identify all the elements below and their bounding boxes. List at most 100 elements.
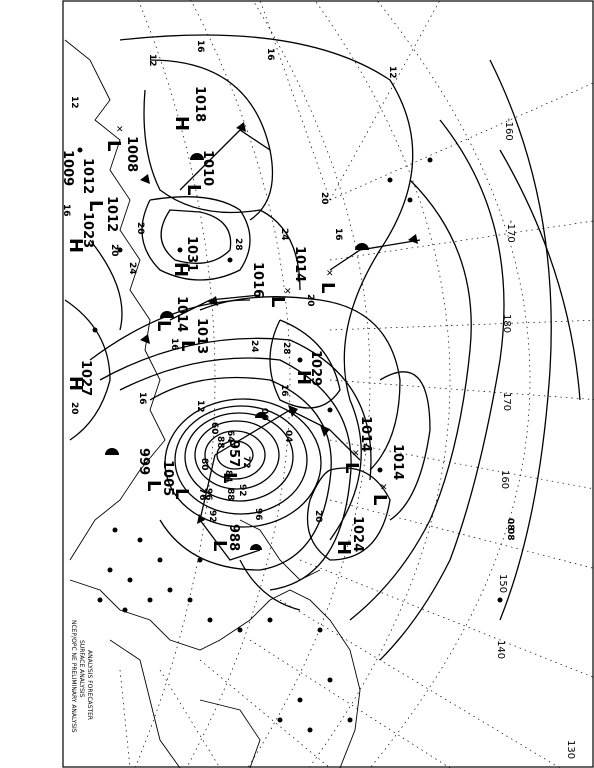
isobar-label: 96 (253, 508, 263, 521)
longitude-label: -170 (505, 220, 516, 243)
track-x-icon: ✕ (352, 449, 360, 459)
isobar-labels: 16 16 12 12 20 20 24 28 24 20 16 16 20 2… (60, 40, 515, 541)
isobar-label: 12 (69, 96, 79, 109)
isobar-label: 20 (305, 294, 315, 307)
isobar-label: 20 (109, 244, 119, 257)
isobar-label: 28 (281, 342, 291, 355)
isobars (64, 34, 581, 661)
low-center-value: 988 (226, 524, 241, 551)
low-center-letter: L (153, 320, 174, 331)
isobar-label: 64 (225, 430, 235, 443)
isobar-label: 96 (203, 488, 213, 501)
low-center-letter: L (171, 488, 192, 499)
high-center-value: 1018 (192, 86, 207, 122)
low-center-letter: L (267, 296, 288, 307)
track-x-icon: ✕ (116, 125, 124, 135)
isobar-label: 84 (223, 470, 233, 483)
low-center-value: 1014 (358, 416, 373, 452)
isobar-label: 88 (215, 436, 225, 449)
isobar-label: 60 (209, 422, 219, 435)
longitude-label: 140 (495, 640, 506, 659)
isobar-label: 08 (505, 518, 515, 531)
isobar-label: 12 (387, 66, 397, 79)
high-center-letter: H (333, 540, 354, 555)
isobar-label: 20 (135, 222, 145, 235)
track-x-icon: ✕ (284, 287, 292, 297)
isobar-label: 12 (147, 54, 157, 67)
storm-symbols: ✕ ✕ ✕ ✕ ✕ (116, 125, 388, 493)
longitude-label: 150 (497, 574, 508, 593)
low-center-value: 1012 (104, 196, 119, 232)
low-center-value: 1008 (124, 136, 139, 172)
isobar-label: 24 (127, 262, 137, 275)
isobar-label: 08 (505, 528, 515, 541)
high-center-letter: H (65, 376, 86, 391)
longitude-label: -160 (503, 118, 514, 141)
header-line: ANALYSIS FORECASTER (86, 650, 93, 720)
high-center-value: 1031 (184, 236, 199, 272)
longitude-label: 180 (501, 314, 512, 333)
isobar-label: 12 (195, 400, 205, 413)
isobar-value: 1009 (60, 150, 75, 186)
low-center-letter: L (85, 200, 106, 211)
isobar-label: 24 (279, 228, 289, 241)
high-center-value: 1024 (350, 516, 365, 552)
low-center-value: 1014 (292, 246, 307, 282)
low-center-letter: L (183, 184, 204, 195)
isobar-label: 20 (69, 402, 79, 415)
high-center-letter: H (170, 262, 191, 277)
high-center-value: 1029 (308, 350, 323, 386)
high-center-value: 1023 (80, 212, 95, 248)
low-center-value: 1014 (174, 296, 189, 332)
map-frame (62, 0, 594, 768)
isobar-label: 16 (333, 228, 343, 241)
isobar-value: 1012 (80, 158, 95, 194)
isobar-label: 92 (207, 510, 217, 523)
isobar-label: 20 (319, 192, 329, 205)
low-center-letter: L (317, 282, 338, 293)
low-center-letter: L (219, 472, 240, 483)
high-center-letter: H (171, 116, 192, 131)
isobar-label: 20 (313, 510, 323, 523)
low-center-letter: L (369, 494, 390, 505)
low-center-letter: L (103, 140, 124, 151)
longitude-label: 130 (565, 740, 576, 759)
longitude-label: 170 (501, 392, 512, 411)
isobar-label: 04 (283, 430, 293, 443)
low-center-value: 1016 (250, 262, 265, 298)
header-line: NCEP/OPC NE PRELIMINARY ANALYSIS (70, 620, 77, 733)
isobar-label: 16 (61, 204, 71, 217)
fronts (105, 122, 421, 561)
header-line: SURFACE ANALYSIS (78, 640, 85, 698)
coastlines (64, 39, 361, 768)
low-center-letter: L (209, 540, 230, 551)
isobar-label: 28 (233, 238, 243, 251)
analysis-header: NCEP/OPC NE PRELIMINARY ANALYSIS SURFACE… (70, 620, 93, 733)
isobar-label: 24 (249, 340, 259, 353)
isobar-label: 16 (195, 40, 205, 53)
low-center-value: 1013 (194, 318, 209, 354)
isobar-label: 80 (199, 458, 209, 471)
track-x-icon: ✕ (380, 483, 388, 493)
station-plots (77, 147, 503, 733)
isobar-label: 92 (237, 484, 247, 497)
graticule (119, 0, 594, 768)
longitude-labels: -160 -170 180 170 160 150 140 130 (495, 118, 576, 759)
pressure-centers: H 1018 H 1031 H 1029 H 1024 H 1027 H 102… (65, 86, 405, 555)
isobar-label: 88 (225, 488, 235, 501)
low-center-letter: L (177, 340, 198, 351)
isobar-label: 16 (137, 392, 147, 405)
low-center-letter: L (143, 480, 164, 491)
low-center-value: 999 (136, 448, 151, 475)
isobar-label: 76 (197, 488, 207, 501)
low-center-letter: L (341, 462, 362, 473)
longitude-label: 160 (499, 470, 510, 489)
low-center-value: 957 (226, 440, 241, 467)
low-center-value: 1005 (160, 460, 175, 496)
high-center-value: 1027 (78, 360, 93, 396)
low-center-value: 1010 (200, 150, 215, 186)
isobar-label: 16 (169, 338, 179, 351)
low-center-value: 1014 (390, 444, 405, 480)
isobar-label: 16 (279, 384, 289, 397)
